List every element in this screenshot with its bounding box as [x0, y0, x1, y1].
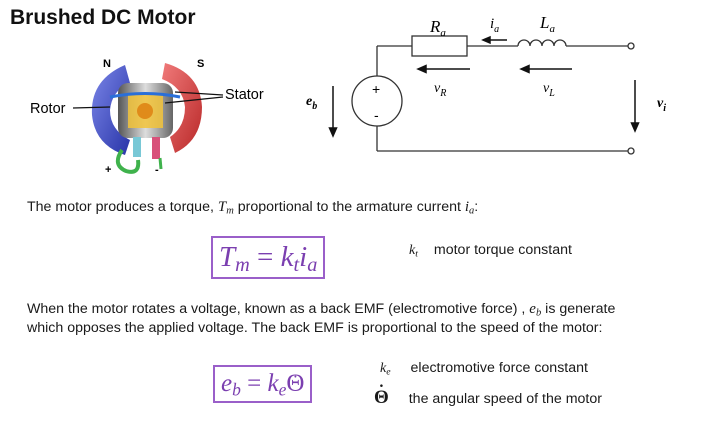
resistor-label: Ra — [429, 17, 446, 39]
vi-label: vi — [657, 96, 666, 114]
current-label: ia — [490, 16, 499, 35]
rotor-label: Rotor — [30, 101, 66, 117]
resistor — [411, 35, 468, 57]
south-magnet — [162, 63, 202, 153]
south-label: S — [197, 58, 204, 70]
inductor — [517, 39, 567, 47]
back-emf-equation: eb = ke·Θ — [213, 365, 313, 403]
vl-label: vL — [543, 81, 555, 99]
minus-terminal: - — [155, 164, 159, 176]
source-minus: - — [374, 107, 379, 123]
page-title: Brushed DC Motor — [10, 6, 196, 29]
plus-terminal: + — [105, 164, 111, 176]
emf-constant-definition: ke electromotive force constant — [380, 360, 588, 378]
torque-sentence: The motor produces a torque, Tm proporti… — [27, 199, 479, 217]
torque-equation: Tm = ktia — [211, 236, 326, 279]
north-label: N — [103, 58, 111, 70]
source-plus: + — [372, 81, 380, 97]
stator-label: Stator — [225, 87, 264, 103]
torque-constant-definition: kt motor torque constant — [409, 242, 572, 260]
armature-circuit: Ra ia La vR vL eb vi + - — [306, 13, 666, 155]
motor-illustration: N S Stator Rotor + - — [30, 58, 264, 176]
inductor-label: La — [539, 13, 555, 35]
back-emf-sentence-line1: When the motor rotates a voltage, known … — [27, 301, 616, 319]
angular-speed-definition: ·Θ the angular speed of the motor — [374, 378, 602, 408]
eb-label: eb — [306, 94, 317, 112]
vr-label: vR — [434, 81, 446, 99]
back-emf-sentence-line2: which opposes the applied voltage. The b… — [27, 320, 603, 336]
